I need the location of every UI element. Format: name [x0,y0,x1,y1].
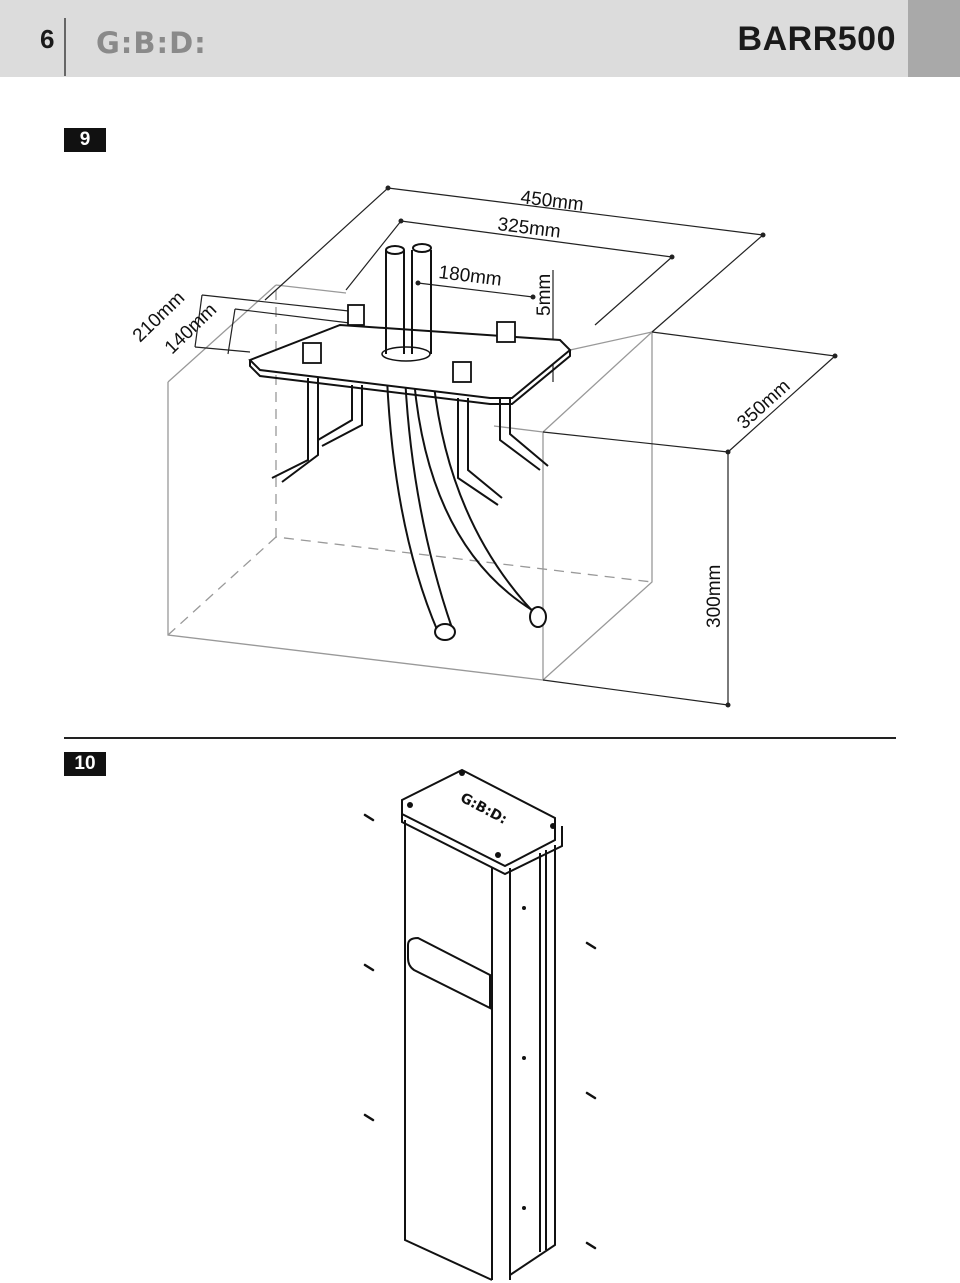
header-tab [908,0,960,77]
page-header [0,0,960,77]
section-divider [64,737,896,739]
dim-300: 300mm [704,565,725,628]
brand-logo: G:B:D: [96,26,207,60]
figure-9-drawing: 450mm 325mm 180mm 5mm 210mm 140mm 350mm … [129,185,838,708]
figure-10-label: 10 [64,752,106,776]
figure-9-label: 9 [64,128,106,152]
dim-450: 450mm [519,187,584,216]
dim-325: 325mm [496,214,561,243]
model-title: BARR500 [737,20,896,58]
dim-5: 5mm [534,274,555,316]
page-number: 6 [40,24,55,54]
dim-350: 350mm [733,376,794,434]
column-logo: G:B:D: [457,790,509,828]
header-divider [64,18,66,76]
